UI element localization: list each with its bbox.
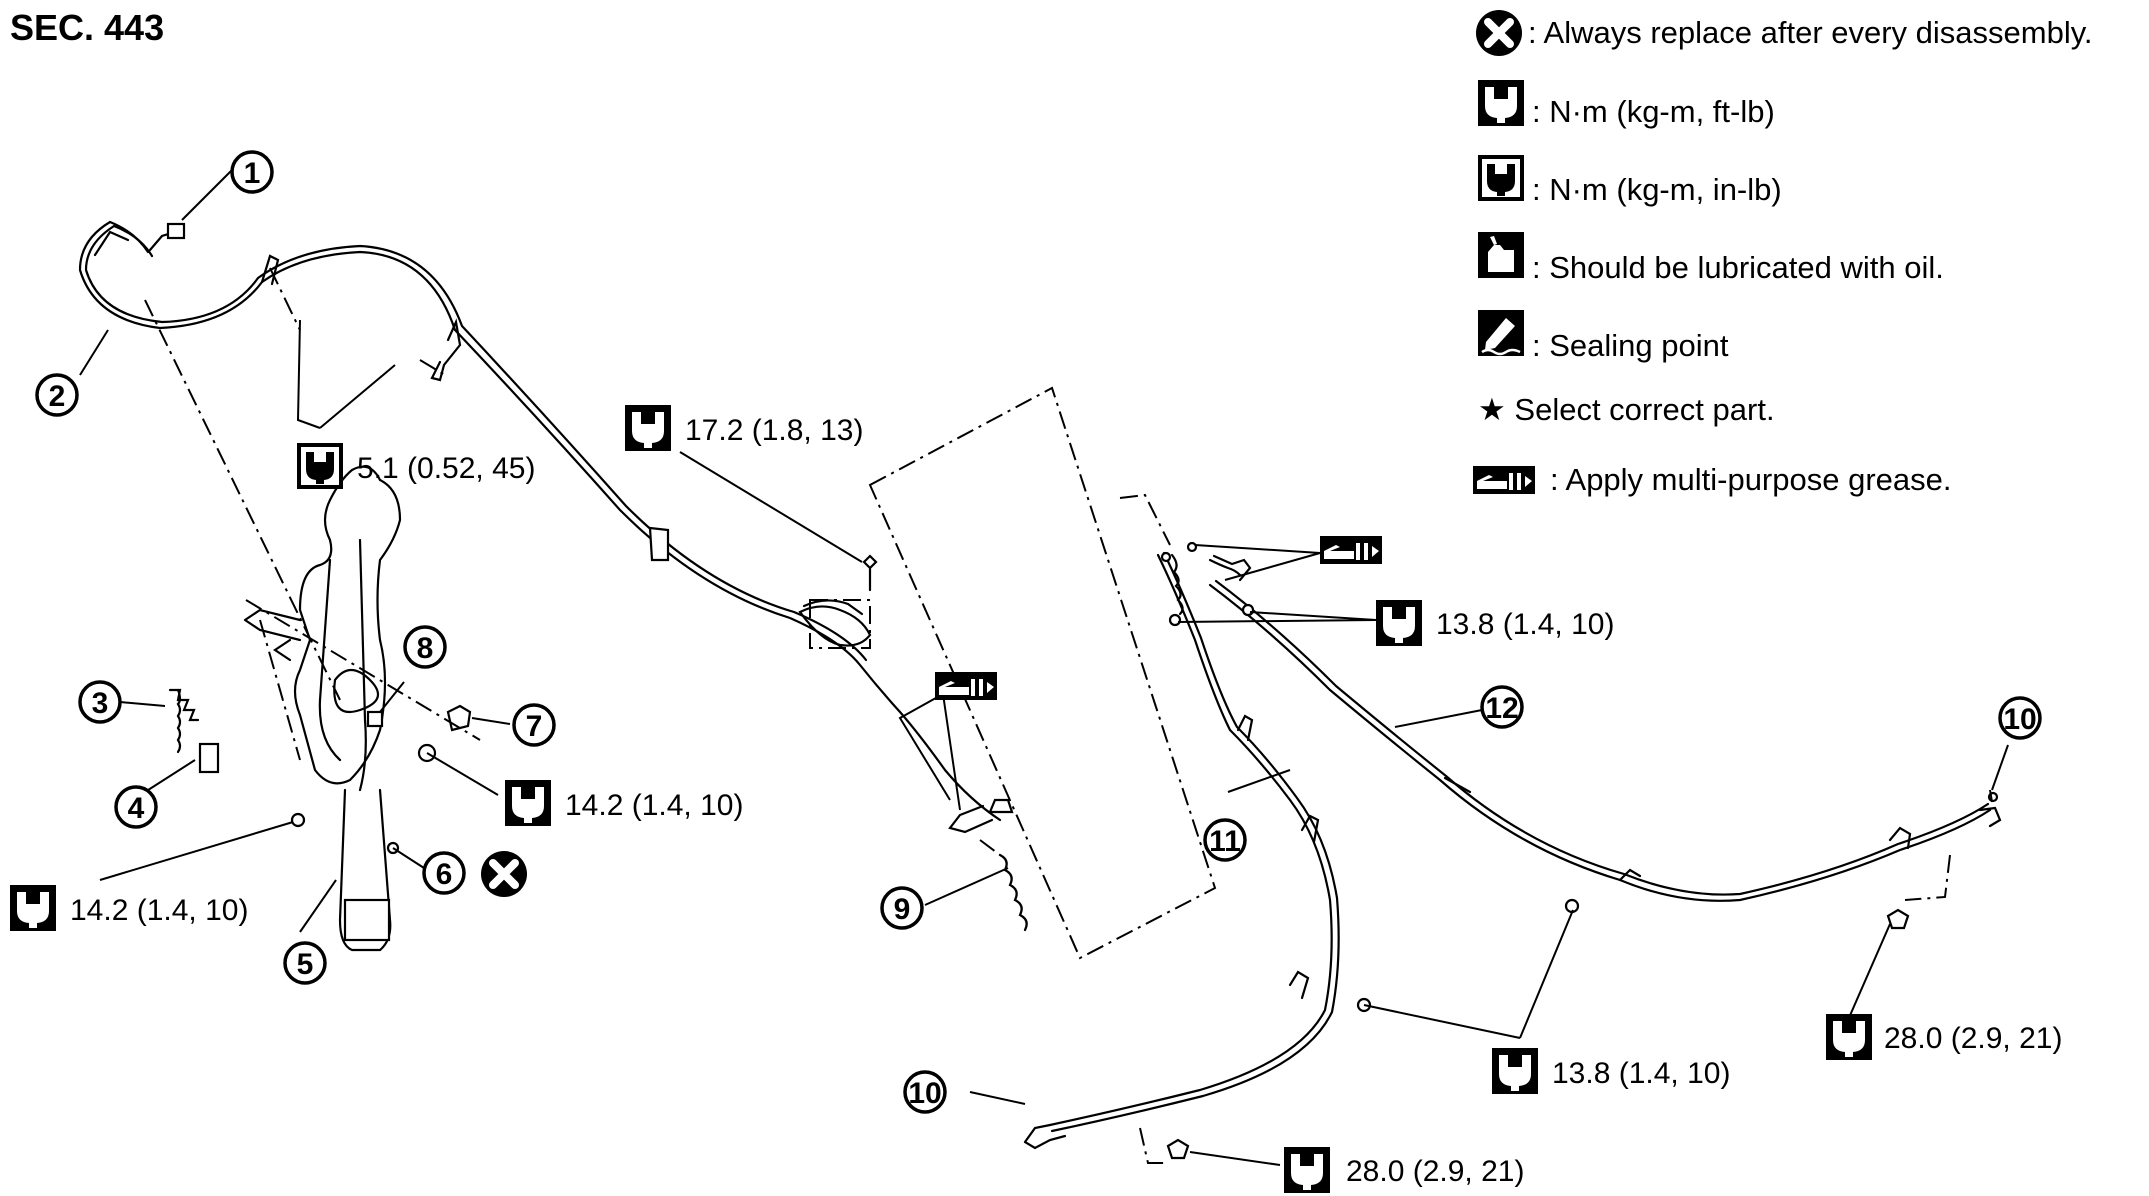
callout-2: 2	[35, 373, 79, 417]
section-title: SEC. 443	[10, 7, 164, 48]
torque-wrench-icon	[1492, 1048, 1538, 1094]
svg-text:4: 4	[128, 792, 145, 825]
legend-torque-in-lb: : N·m (kg-m, in-lb)	[1532, 172, 1782, 207]
cable-linework	[78, 220, 2002, 1160]
svg-text:2: 2	[49, 380, 66, 413]
torque-wrench-icon	[625, 405, 671, 451]
svg-text:7: 7	[526, 710, 543, 743]
callout-4: 4	[114, 785, 158, 829]
torque-wrench-in-lb-icon	[1478, 155, 1524, 201]
callouts: 1 2 3 4 5 6 7 8 9 10 11	[35, 150, 2042, 1114]
leader-lines	[79, 169, 2009, 1166]
callout-10-left: 10	[903, 1070, 947, 1114]
always-replace-icon	[1476, 10, 1522, 56]
callout-9: 9	[880, 886, 924, 930]
svg-text:11: 11	[1209, 825, 1241, 858]
torque-17-2: 17.2 (1.8, 13)	[685, 414, 863, 447]
svg-text:1: 1	[244, 157, 261, 190]
callout-8: 8	[403, 625, 447, 669]
callout-6: 6	[422, 851, 466, 895]
grease-gun-icon	[1320, 536, 1382, 564]
always-replace-icon	[481, 851, 527, 897]
svg-text:10: 10	[908, 1077, 941, 1110]
callout-12: 12	[1480, 685, 1524, 729]
torque-wrench-icon	[10, 885, 56, 931]
svg-text:3: 3	[92, 687, 109, 720]
callout-1: 1	[230, 150, 274, 194]
svg-text:5: 5	[297, 948, 314, 981]
svg-text:9: 9	[894, 893, 911, 926]
legend-select-part: ★ Select correct part.	[1478, 392, 1775, 427]
torque-14-2-upper: 14.2 (1.4, 10)	[565, 789, 743, 822]
torque-13-8-lower: 13.8 (1.4, 10)	[1552, 1057, 1730, 1090]
oil-can-icon	[1478, 232, 1524, 278]
torque-14-2-lower: 14.2 (1.4, 10)	[70, 894, 248, 927]
torque-wrench-icon	[1376, 600, 1422, 646]
legend-grease: : Apply multi-purpose grease.	[1550, 462, 1952, 497]
torque-28-0-bottom: 28.0 (2.9, 21)	[1346, 1155, 1524, 1188]
sealing-point-icon	[1476, 308, 1526, 358]
svg-text:12: 12	[1485, 692, 1518, 725]
torque-wrench-in-lb-icon	[297, 443, 343, 489]
torque-wrench-icon	[1284, 1147, 1330, 1193]
grease-gun-icon	[935, 672, 997, 700]
callout-11: 11	[1203, 818, 1247, 862]
grease-gun-icon	[1473, 466, 1535, 494]
legend-torque-ft-lb: : N·m (kg-m, ft-lb)	[1532, 94, 1775, 129]
torque-28-0-right: 28.0 (2.9, 21)	[1884, 1022, 2062, 1055]
torque-wrench-icon	[1478, 80, 1524, 126]
callout-5: 5	[283, 941, 327, 985]
callout-3: 3	[78, 680, 122, 724]
assembly-lines	[144, 267, 1993, 1164]
callout-10-right: 10	[1998, 696, 2042, 740]
svg-text:6: 6	[436, 858, 453, 891]
legend-lubricate-oil: : Should be lubricated with oil.	[1532, 250, 1944, 285]
svg-text:10: 10	[2003, 703, 2036, 736]
torque-wrench-icon	[505, 780, 551, 826]
torque-labels: 5.1 (0.52, 45) 17.2 (1.8, 13) 14.2 (1.4,…	[10, 405, 2062, 1193]
torque-13-8-upper: 13.8 (1.4, 10)	[1436, 608, 1614, 641]
svg-text:8: 8	[417, 632, 434, 665]
torque-wrench-icon	[1826, 1014, 1872, 1060]
legend: : Always replace after every disassembly…	[1473, 10, 2093, 497]
legend-always-replace: : Always replace after every disassembly…	[1528, 15, 2093, 50]
torque-5-1: 5.1 (0.52, 45)	[357, 452, 535, 485]
legend-sealing-point: : Sealing point	[1532, 328, 1729, 363]
callout-7: 7	[512, 703, 556, 747]
